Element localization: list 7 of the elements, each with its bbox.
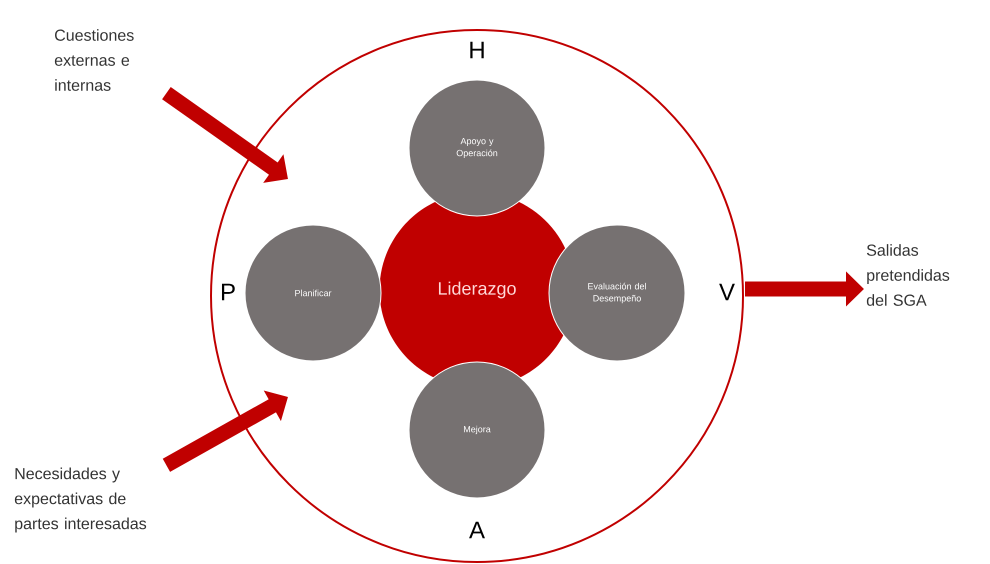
input-text: Cuestiones externas e internas (54, 29, 134, 91)
phase-letter: H (470, 42, 484, 58)
phase-letter: A (469, 522, 485, 538)
input-text: Necesidades y expectativas de partes interesadas (14, 468, 146, 532)
phase-letter: P (222, 284, 235, 300)
phase-letter: V (719, 284, 735, 300)
input-text: Salidas pretendidas del SGA (866, 244, 950, 306)
